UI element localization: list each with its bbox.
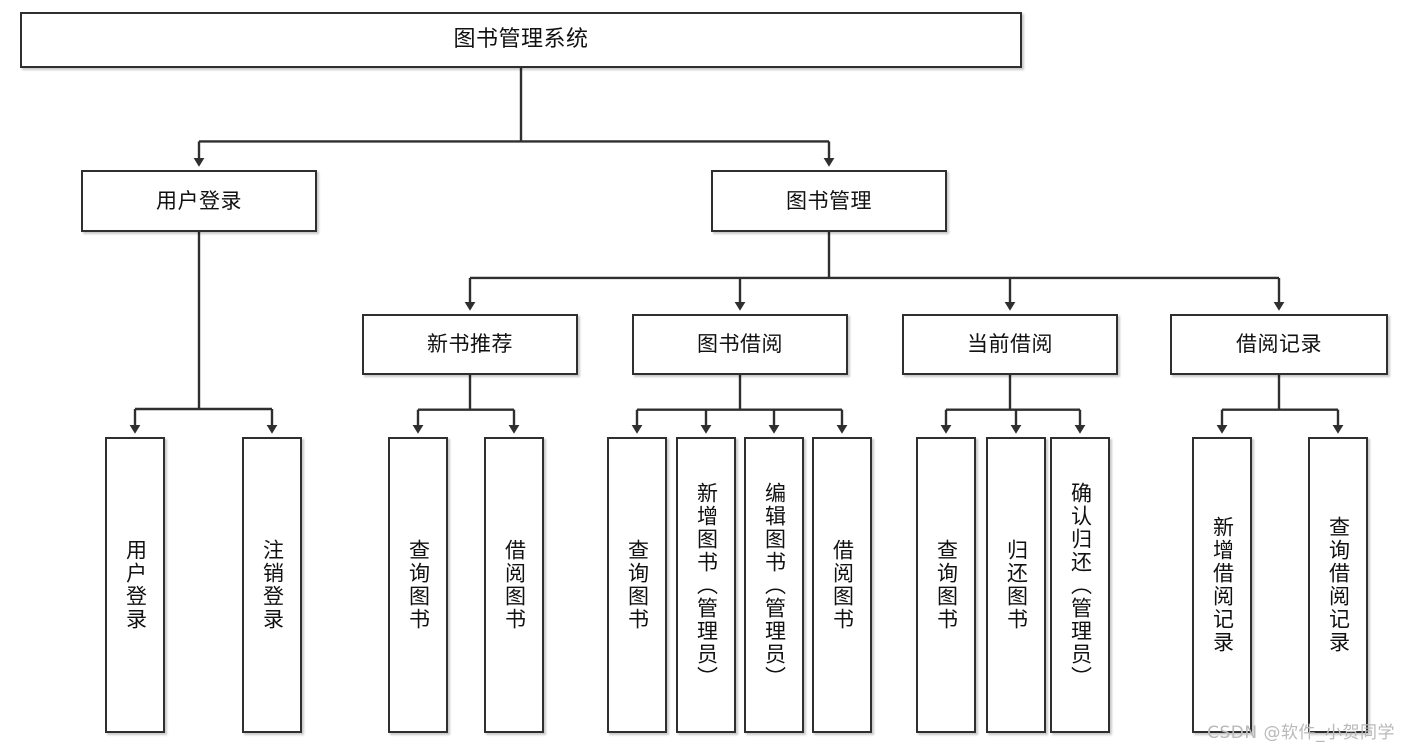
node-label: 用户登录 — [156, 188, 242, 213]
leaf-query-book-3[interactable]: 查询图书 — [916, 437, 976, 733]
node-label: 查询图书 — [406, 539, 431, 631]
node-label: 借阅图书 — [502, 539, 527, 631]
leaf-borrow-book-1[interactable]: 借阅图书 — [484, 437, 544, 733]
node-label: 查询借阅记录 — [1326, 516, 1351, 654]
leaf-edit-book[interactable]: 编辑图书（管理员） — [744, 437, 804, 733]
node-label: 图书管理 — [786, 188, 872, 213]
node-book-manage[interactable]: 图书管理 — [711, 170, 947, 232]
leaf-query-book-2[interactable]: 查询图书 — [607, 437, 667, 733]
leaf-return-book[interactable]: 归还图书 — [986, 437, 1046, 733]
leaf-user-login[interactable]: 用户登录 — [105, 437, 165, 733]
node-label: 查询图书 — [934, 539, 959, 631]
node-label: 确认归还（管理员） — [1068, 481, 1093, 689]
node-label: 新增借阅记录 — [1210, 516, 1235, 654]
leaf-user-logout[interactable]: 注销登录 — [242, 437, 302, 733]
node-label: 编辑图书（管理员） — [762, 481, 787, 689]
node-new-book-recommend[interactable]: 新书推荐 — [362, 314, 578, 375]
leaf-borrow-book-2[interactable]: 借阅图书 — [812, 437, 872, 733]
node-label: 新增图书（管理员） — [694, 481, 719, 689]
leaf-query-book-1[interactable]: 查询图书 — [388, 437, 448, 733]
node-label: 图书借阅 — [697, 332, 783, 357]
leaf-query-borrow-record[interactable]: 查询借阅记录 — [1308, 437, 1368, 733]
node-book-borrow[interactable]: 图书借阅 — [632, 314, 848, 375]
leaf-add-book[interactable]: 新增图书（管理员） — [676, 437, 736, 733]
node-label: 注销登录 — [260, 539, 285, 631]
node-label: 借阅记录 — [1236, 332, 1322, 357]
node-user-login[interactable]: 用户登录 — [81, 170, 317, 232]
node-label: 图书管理系统 — [453, 27, 589, 53]
node-borrow-record[interactable]: 借阅记录 — [1170, 314, 1388, 375]
node-label: 新书推荐 — [427, 332, 513, 357]
watermark: CSDN @软件_小贺同学 — [1207, 723, 1395, 743]
node-label: 用户登录 — [123, 539, 148, 631]
node-label: 借阅图书 — [830, 539, 855, 631]
leaf-confirm-return[interactable]: 确认归还（管理员） — [1050, 437, 1110, 733]
leaf-add-borrow-record[interactable]: 新增借阅记录 — [1192, 437, 1252, 733]
node-label: 归还图书 — [1004, 539, 1029, 631]
node-current-borrow[interactable]: 当前借阅 — [902, 314, 1118, 375]
node-label: 当前借阅 — [967, 332, 1053, 357]
node-label: 查询图书 — [625, 539, 650, 631]
node-root[interactable]: 图书管理系统 — [20, 12, 1022, 68]
